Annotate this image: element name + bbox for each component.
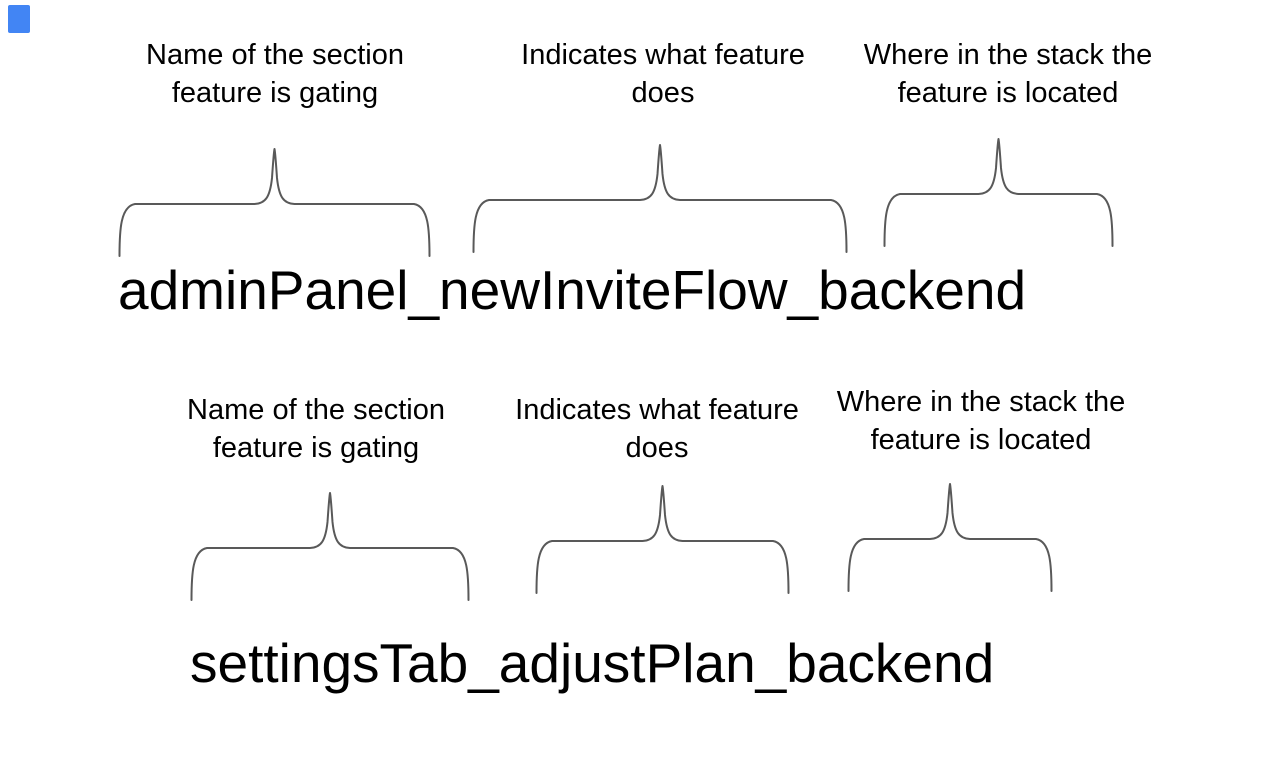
flag-name-2: settingsTab_adjustPlan_backend — [190, 632, 995, 694]
label-line: Name of the section — [146, 39, 404, 71]
label-section-name: Name of the section feature is gating — [146, 36, 404, 112]
label-line: feature is located — [897, 77, 1119, 109]
flag-name-1: adminPanel_newInviteFlow_backend — [118, 259, 1027, 321]
label-section-name: Name of the section feature is gating — [187, 391, 445, 467]
label-line: feature is gating — [171, 77, 379, 109]
label-line: Indicates what feature — [521, 39, 805, 71]
brace-stack-location — [883, 138, 1114, 247]
brace-feature-purpose — [535, 485, 790, 594]
label-line: does — [631, 77, 695, 109]
label-line: Name of the section — [187, 394, 445, 426]
brace-stack-location — [847, 483, 1053, 592]
label-line: Indicates what feature — [515, 394, 799, 426]
brace-section-name — [190, 492, 470, 601]
label-line: Where in the stack the — [863, 39, 1153, 71]
label-line: feature is gating — [212, 432, 420, 464]
label-line: does — [625, 432, 689, 464]
label-feature-purpose: Indicates what feature does — [515, 391, 799, 467]
label-line: Where in the stack the — [836, 386, 1126, 418]
brace-section-name — [118, 148, 431, 257]
label-feature-purpose: Indicates what feature does — [521, 36, 805, 112]
label-stack-location: Where in the stack the feature is locate… — [837, 383, 1126, 459]
label-line: feature is located — [870, 424, 1092, 456]
label-stack-location: Where in the stack the feature is locate… — [864, 36, 1153, 112]
corner-marker — [8, 5, 30, 33]
brace-feature-purpose — [472, 144, 848, 253]
